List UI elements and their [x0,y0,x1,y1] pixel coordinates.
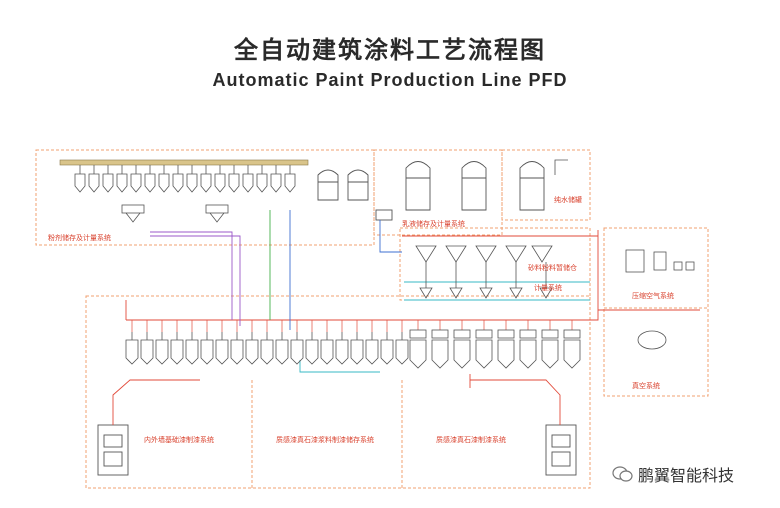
label-real-stone-slurry: 质感漆真石漆浆料制漆储存系统 [276,435,374,444]
powder-system-boundary [35,149,375,246]
vacuum-system-boundary [603,307,709,397]
mixing-tanks [125,332,409,365]
air-equipment [625,249,695,350]
label-real-stone-paint: 质感漆真石漆制漆系统 [436,435,506,444]
red-pipe-network [125,230,700,321]
sand-cones [415,245,553,263]
label-compressed-air: 压缩空气系统 [632,291,674,300]
page-title-chinese: 全自动建筑涂料工艺流程图 [234,36,546,64]
wechat-icon [612,466,633,482]
label-vacuum: 真空系统 [632,381,660,390]
label-powder-system: 粉剂储存及计量系统 [48,233,111,242]
watermark: 鹏翼智能科技 [612,462,734,486]
water-tank-boundary [501,149,591,221]
feed-lines [150,210,590,388]
page-title-english: Automatic Paint Production Line PFD [212,70,568,90]
production-boundary [85,295,591,489]
dispersers [409,262,581,369]
label-sand-metering: 计量系统 [534,283,562,292]
emulsion-system-boundary [373,149,503,236]
watermark-text: 鹏翼智能科技 [638,466,735,485]
label-water-tank: 纯水储罐 [554,195,582,204]
label-sand-silo: 砂料粉料暂储仓 [528,263,577,272]
emulsion-tanks [317,161,545,221]
filling-machines [97,424,577,476]
label-inner-outer-wall: 内外墙基础漆制漆系统 [144,435,214,444]
powder-hoppers [59,159,309,223]
label-emulsion-system: 乳液储存及计量系统 [402,219,465,228]
